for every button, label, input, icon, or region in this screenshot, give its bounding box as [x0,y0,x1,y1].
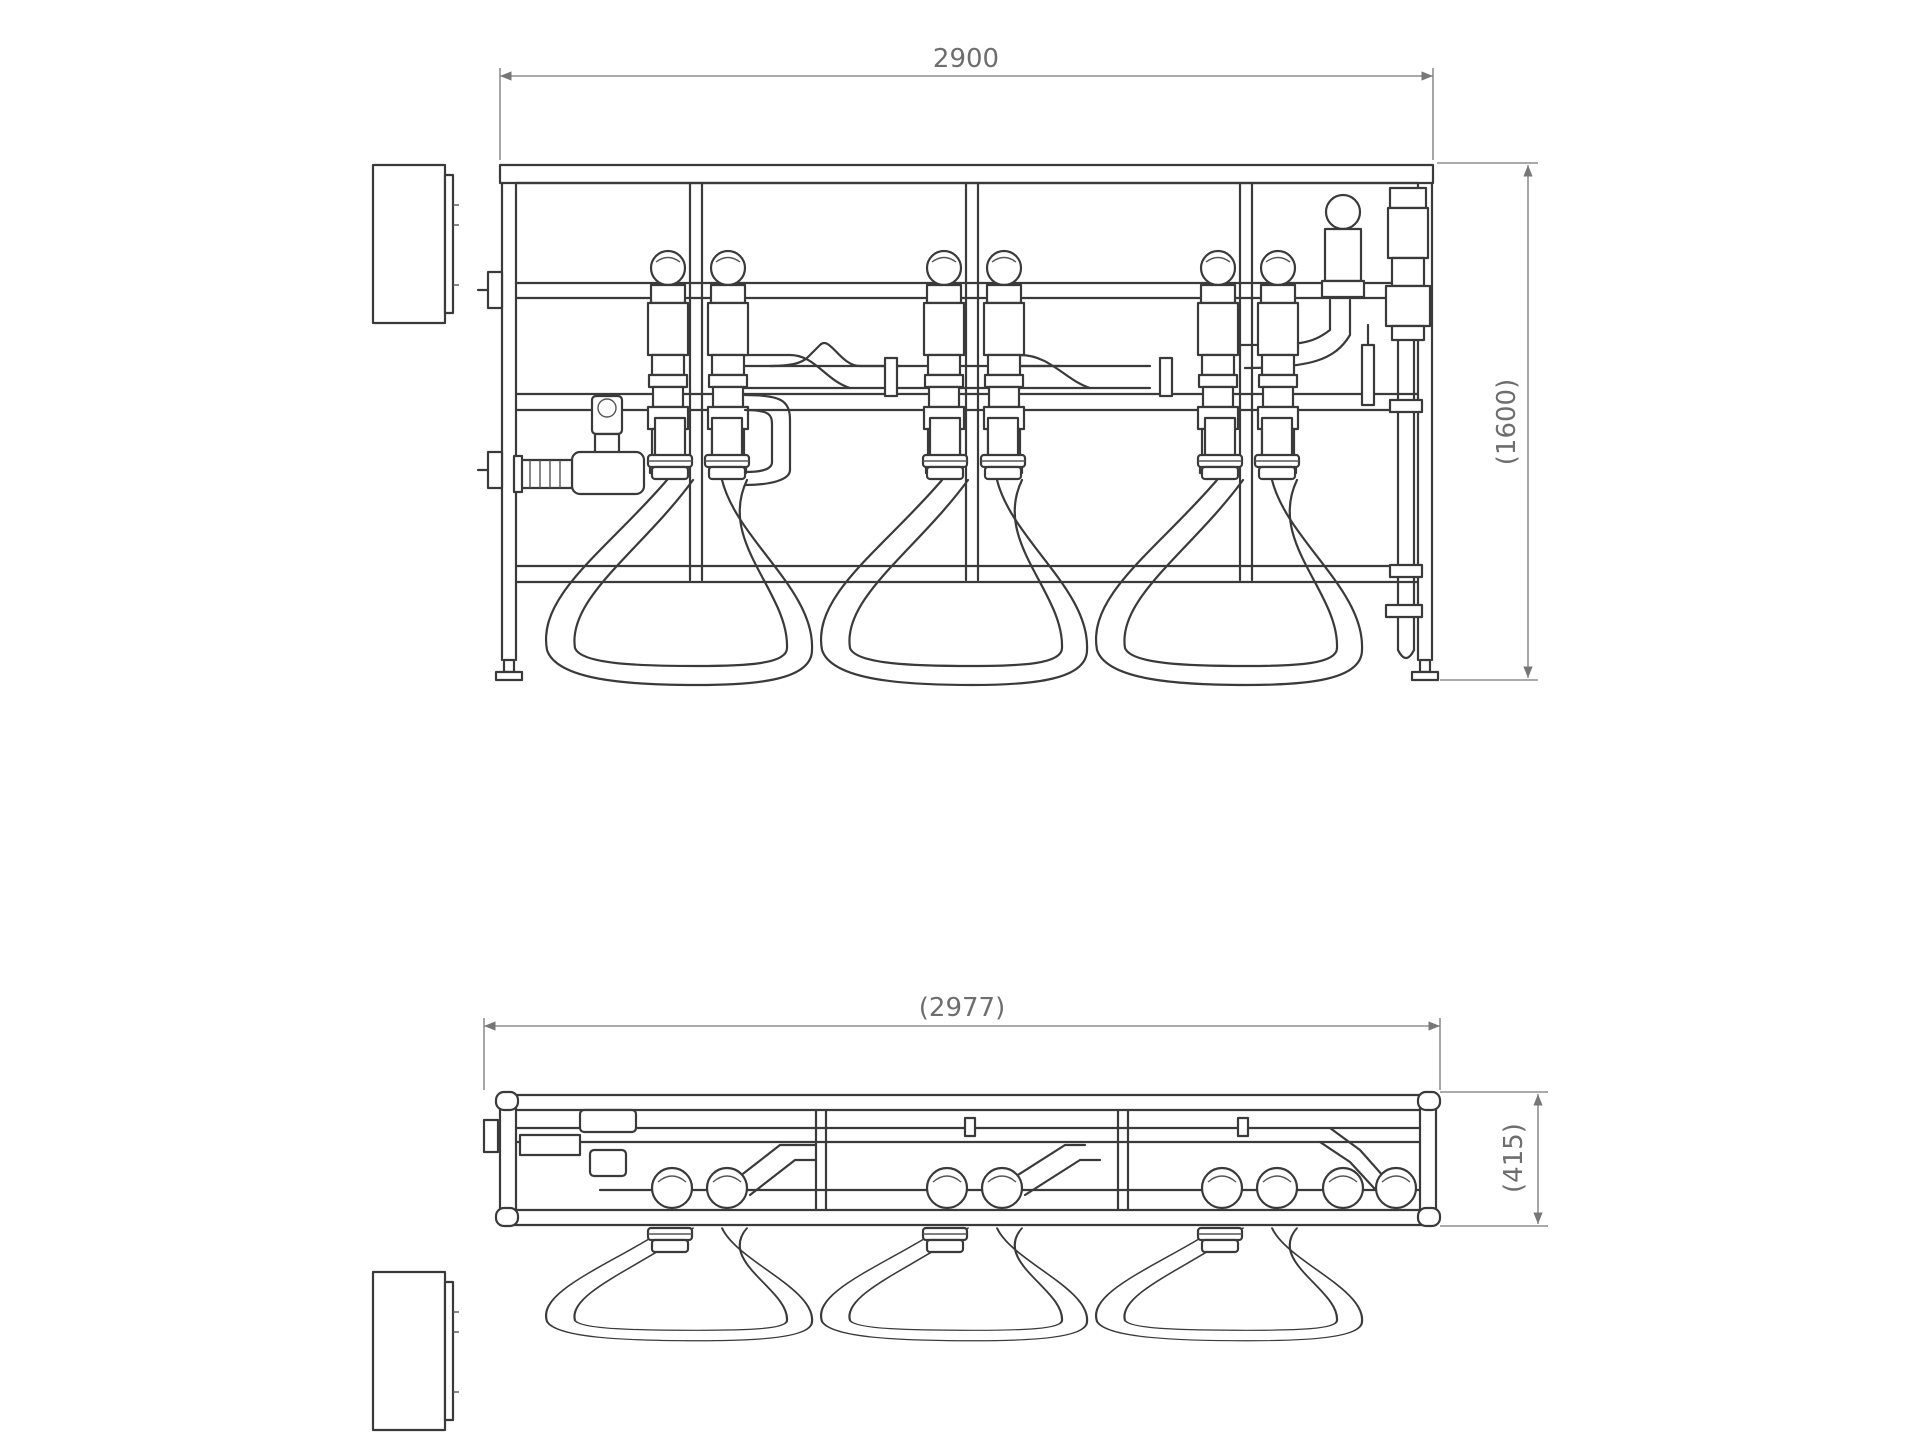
flow-meter-head [590,394,624,436]
dim-top-depth: (415) [1499,1123,1529,1193]
top-frame [498,1093,1438,1227]
front-view: 2900 (1600) [371,44,1538,687]
dim-top-width: (2977) [919,993,1005,1023]
dim-front-width: 2900 [933,44,999,74]
dim-front-height: (1600) [1492,379,1522,465]
top-view: (2977) (415) [371,993,1548,1432]
frame-top-rail [498,163,1435,185]
control-box [371,163,461,325]
control-box-top [371,1270,461,1432]
